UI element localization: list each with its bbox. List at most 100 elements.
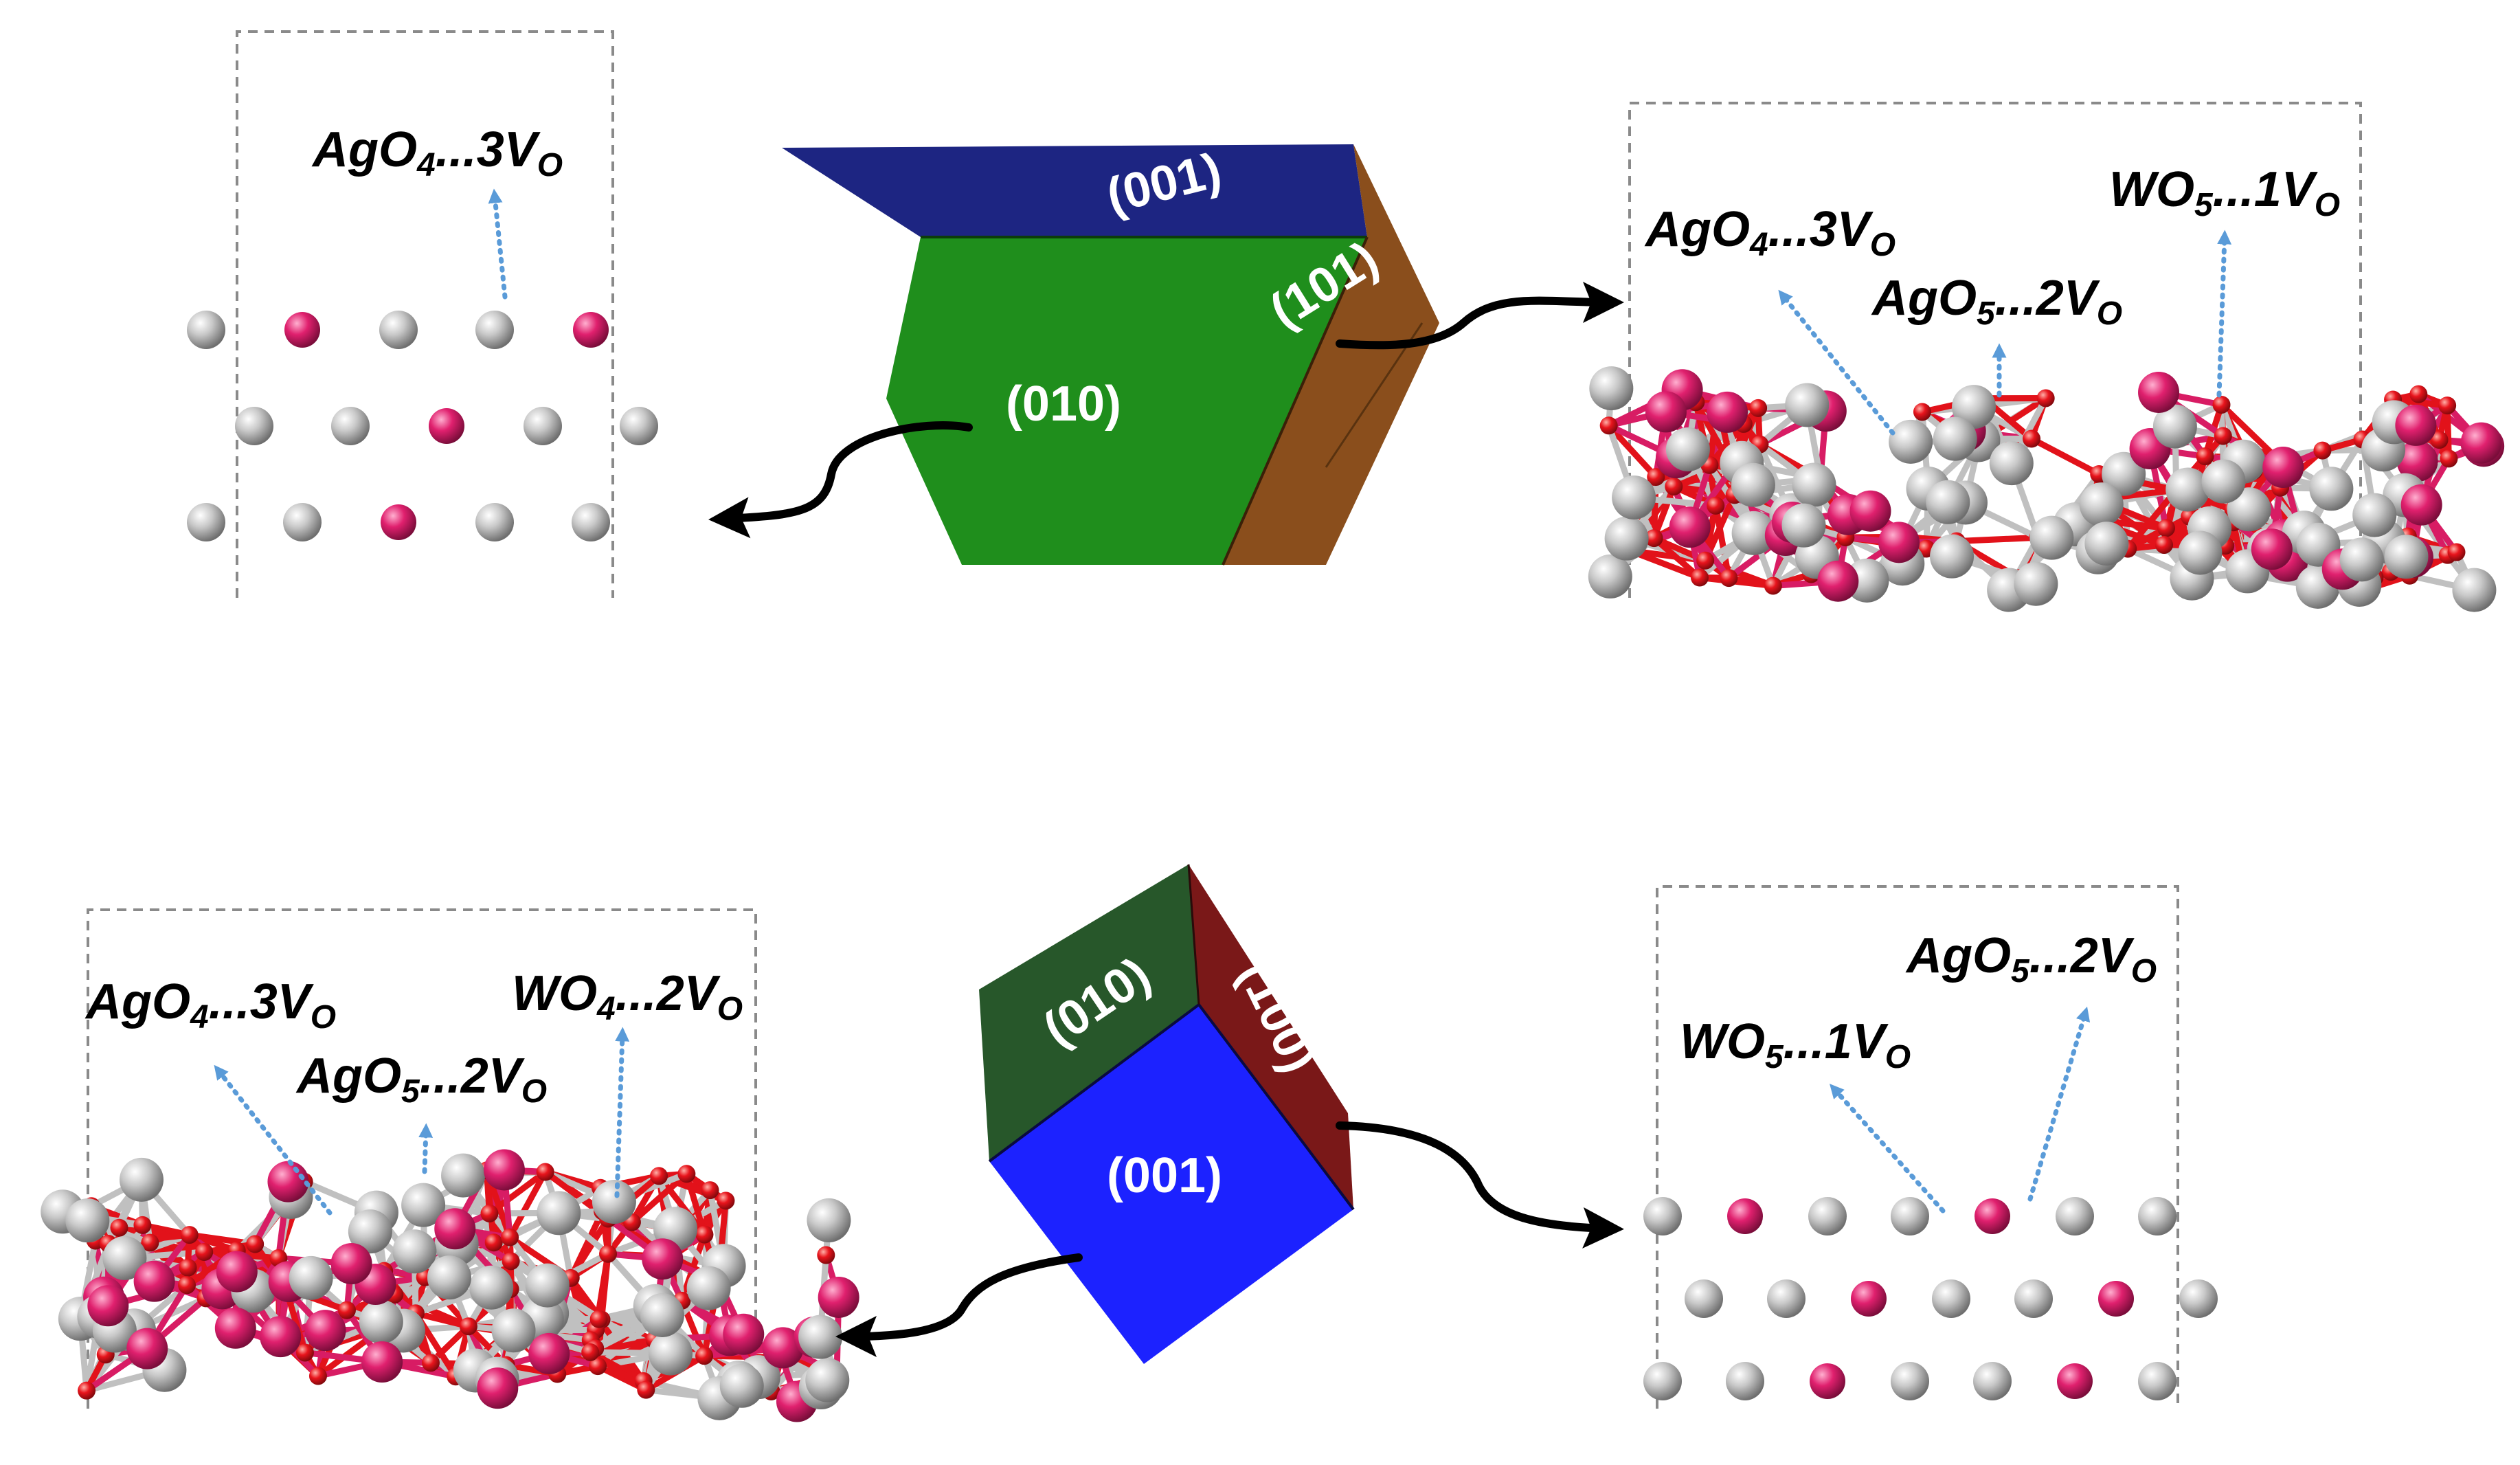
oxygen-atom bbox=[195, 1243, 214, 1262]
silver-atom bbox=[401, 1183, 446, 1227]
oxygen-atom bbox=[650, 1167, 668, 1185]
silver-atom bbox=[119, 1157, 164, 1202]
silver-atom bbox=[348, 1209, 392, 1254]
tungsten-atom bbox=[126, 1328, 168, 1369]
silver-atom bbox=[1926, 480, 1970, 524]
silver-atom bbox=[187, 503, 225, 541]
silver-atom bbox=[807, 1198, 851, 1242]
oxygen-atom bbox=[141, 1233, 159, 1252]
oxygen-atom bbox=[421, 1354, 440, 1372]
silver-atom bbox=[2178, 530, 2223, 575]
silver-atom bbox=[359, 1299, 403, 1344]
frame-bottom-right bbox=[1656, 885, 2179, 1409]
bond bbox=[414, 1310, 469, 1330]
silver-atom bbox=[2227, 487, 2271, 532]
structure-010-surface bbox=[187, 311, 658, 541]
oxygen-atom bbox=[133, 1216, 152, 1234]
face-101-right bbox=[1223, 144, 1439, 565]
silver-atom bbox=[1930, 534, 1975, 579]
face-010-front bbox=[886, 237, 1367, 565]
tungsten-atom bbox=[2057, 1363, 2093, 1399]
label-bl-1: AgO5...2VO bbox=[295, 1049, 547, 1110]
pointer-br-1 bbox=[1830, 1084, 1946, 1214]
silver-atom bbox=[1589, 366, 1634, 411]
silver-atom bbox=[719, 1363, 764, 1408]
silver-atom bbox=[2138, 1362, 2176, 1400]
bond bbox=[1628, 548, 1701, 581]
bond bbox=[1651, 485, 1677, 539]
silver-atom bbox=[572, 503, 610, 541]
silver-atom bbox=[525, 1263, 570, 1308]
tungsten-atom bbox=[87, 1285, 129, 1327]
tungsten-atom bbox=[133, 1260, 175, 1302]
silver-atom bbox=[1588, 554, 1632, 599]
silver-atom bbox=[475, 311, 514, 349]
oxygen-atom bbox=[179, 1258, 197, 1277]
silver-atom bbox=[1643, 1362, 1682, 1400]
label-bl-2: WO4...2VO bbox=[512, 966, 743, 1027]
pointer-bl-1 bbox=[214, 1064, 333, 1216]
tungsten-atom bbox=[1817, 560, 1859, 602]
site-labels: AgO4...3VO AgO4...3VO AgO5...2VO WO5...1… bbox=[85, 122, 2340, 1110]
bond bbox=[1606, 423, 1658, 480]
bond bbox=[1652, 535, 1702, 580]
oxygen-atom bbox=[2036, 389, 2055, 407]
silver-atom bbox=[2309, 467, 2354, 511]
silver-atom bbox=[1792, 462, 1836, 507]
tungsten-atom bbox=[2138, 371, 2180, 413]
arrow-to-100-surface bbox=[1336, 1121, 1624, 1249]
silver-atom bbox=[65, 1198, 110, 1243]
site-pointers bbox=[214, 188, 2232, 1216]
oxygen-atom bbox=[695, 1347, 714, 1365]
silver-atom bbox=[592, 1180, 636, 1224]
tungsten-atom bbox=[2098, 1281, 2134, 1317]
oxygen-atom bbox=[2440, 449, 2458, 468]
silver-atom bbox=[1726, 1362, 1764, 1400]
silver-atom bbox=[1767, 1279, 1805, 1318]
tungsten-atom bbox=[2251, 528, 2293, 570]
oxygen-atom bbox=[2313, 441, 2332, 460]
silver-atom bbox=[2165, 467, 2210, 512]
silver-atom bbox=[427, 1255, 471, 1300]
tungsten-atom bbox=[1669, 506, 1711, 548]
label-tl-0: AgO4...3VO bbox=[311, 122, 563, 183]
bond bbox=[1956, 534, 2038, 545]
tungsten-atom bbox=[429, 408, 464, 444]
silver-atom bbox=[2084, 522, 2129, 566]
oxygen-atom bbox=[2196, 447, 2214, 466]
oxygen-atom bbox=[337, 1301, 356, 1319]
silver-atom bbox=[469, 1265, 514, 1310]
oxygen-atom bbox=[1696, 551, 1715, 570]
oxygen-atom bbox=[308, 1367, 327, 1385]
oxygen-atom bbox=[1645, 529, 1663, 548]
silver-atom bbox=[1731, 462, 1775, 507]
silver-atom bbox=[392, 1229, 437, 1274]
oxygen-atom bbox=[599, 1244, 618, 1263]
tungsten-atom bbox=[1851, 1281, 1887, 1317]
silver-atom bbox=[1785, 383, 1830, 427]
tungsten-atom bbox=[1727, 1198, 1763, 1234]
tungsten-atom bbox=[1975, 1198, 2010, 1234]
tungsten-atom bbox=[818, 1276, 859, 1318]
oxygen-atom bbox=[459, 1317, 477, 1336]
silver-atom bbox=[1781, 503, 1826, 548]
silver-atom bbox=[2179, 1279, 2218, 1318]
silver-atom bbox=[187, 311, 225, 349]
oxygen-atom bbox=[2430, 431, 2449, 449]
tungsten-atom bbox=[2460, 422, 2502, 464]
oxygen-atom bbox=[1913, 403, 1931, 421]
tungsten-atom bbox=[477, 1367, 519, 1409]
silver-atom bbox=[1989, 441, 2034, 486]
silver-atom bbox=[2152, 404, 2197, 449]
tungsten-atom bbox=[762, 1327, 804, 1369]
label-face-001-b: (001) bbox=[1107, 1148, 1222, 1203]
pointer-br-2 bbox=[2027, 1006, 2091, 1202]
frame-top-left bbox=[236, 30, 614, 598]
tungsten-atom bbox=[284, 312, 320, 348]
oxygen-atom bbox=[178, 1276, 196, 1295]
oxygen-atom bbox=[701, 1181, 719, 1200]
oxygen-atom bbox=[2157, 519, 2175, 537]
silver-atom bbox=[1932, 1279, 1970, 1318]
silver-atom bbox=[620, 407, 658, 445]
